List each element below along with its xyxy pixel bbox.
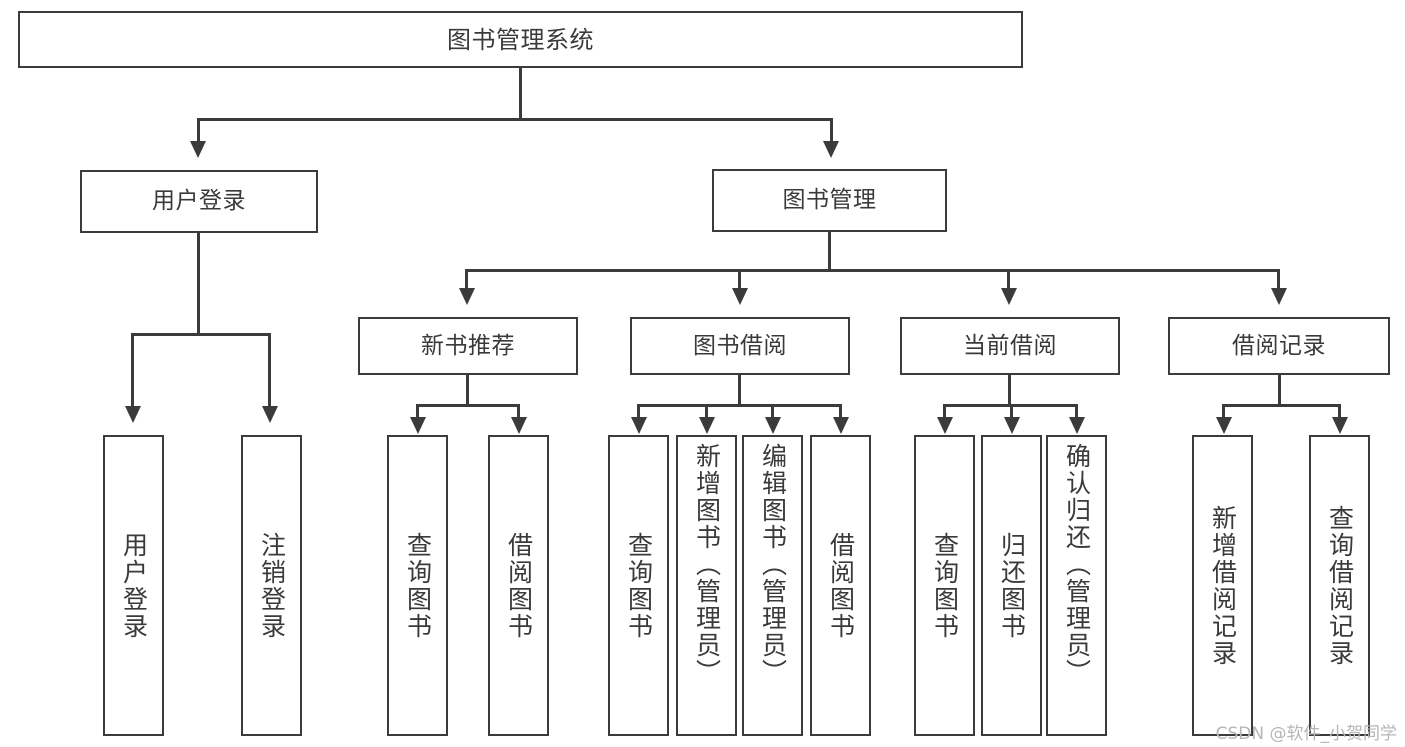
leaf-query-book-1-label: 查询图书 [403, 531, 433, 640]
connector-user-login-leg-1 [131, 333, 134, 409]
connector-new-book-leg-2 [517, 404, 520, 420]
connector-root-leg-left [197, 118, 200, 144]
connector-book-borrow-stem [738, 375, 741, 406]
connector-borrow-record-bar [1222, 404, 1341, 407]
leaf-add-book[interactable]: 新增图书（管理员） [676, 435, 737, 736]
leaf-logout[interactable]: 注销登录 [241, 435, 302, 736]
node-borrow-record-label: 借阅记录 [1232, 332, 1326, 359]
connector-borrow-record-stem [1278, 375, 1281, 406]
leaf-borrow-book-2[interactable]: 借阅图书 [810, 435, 871, 736]
arrow-to-leaf-query-record [1332, 417, 1348, 434]
leaf-user-login[interactable]: 用户登录 [103, 435, 164, 736]
node-new-book-recommend-label: 新书推荐 [421, 332, 515, 359]
arrow-to-leaf-query-book-3 [937, 417, 953, 434]
node-new-book-recommend[interactable]: 新书推荐 [358, 317, 578, 375]
arrow-to-current-borrow [1001, 288, 1017, 305]
connector-book-borrow-leg-3 [771, 404, 774, 420]
node-current-borrow-label: 当前借阅 [963, 332, 1057, 359]
arrow-to-borrow-record [1271, 288, 1287, 305]
arrow-to-new-book-recommend [459, 288, 475, 305]
connector-book-borrow-leg-1 [637, 404, 640, 420]
arrow-to-leaf-add-book [699, 417, 715, 434]
connector-user-login-bar [131, 333, 270, 336]
arrow-to-leaf-borrow-book-1 [511, 417, 527, 434]
connector-root-stem [519, 68, 522, 120]
arrow-to-leaf-query-book-2 [631, 417, 647, 434]
arrow-to-user-login [190, 141, 206, 158]
leaf-add-record[interactable]: 新增借阅记录 [1192, 435, 1253, 736]
leaf-logout-label: 注销登录 [257, 531, 287, 640]
arrow-to-book-borrow [732, 288, 748, 305]
connector-current-borrow-leg-1 [943, 404, 946, 420]
connector-level2-leg-3 [1007, 269, 1010, 291]
leaf-borrow-book-2-label: 借阅图书 [826, 531, 856, 640]
arrow-to-leaf-borrow-book-2 [833, 417, 849, 434]
leaf-return-book-label: 归还图书 [997, 531, 1027, 640]
connector-user-login-leg-2 [268, 333, 271, 409]
connector-root-bar [197, 118, 833, 121]
arrow-to-leaf-logout [262, 406, 278, 423]
leaf-query-record-label: 查询借阅记录 [1325, 504, 1355, 667]
leaf-add-record-label: 新增借阅记录 [1208, 504, 1238, 667]
leaf-confirm-return-label: 确认归还（管理员） [1062, 443, 1092, 686]
node-root-system[interactable]: 图书管理系统 [18, 11, 1023, 68]
connector-borrow-record-leg-2 [1338, 404, 1341, 420]
leaf-edit-book[interactable]: 编辑图书（管理员） [742, 435, 803, 736]
connector-new-book-bar [416, 404, 520, 407]
connector-user-login-stem [197, 233, 200, 334]
connector-root-leg-right [830, 118, 833, 144]
connector-book-borrow-bar [637, 404, 841, 407]
node-book-borrow-label: 图书借阅 [693, 332, 787, 359]
connector-level2-leg-1 [465, 269, 468, 291]
node-current-borrow[interactable]: 当前借阅 [900, 317, 1120, 375]
arrow-to-leaf-query-book-1 [410, 417, 426, 434]
leaf-confirm-return[interactable]: 确认归还（管理员） [1046, 435, 1107, 736]
node-user-login[interactable]: 用户登录 [80, 170, 318, 233]
watermark-text: CSDN @软件_小贺同学 [1215, 724, 1397, 744]
node-root-system-label: 图书管理系统 [447, 25, 594, 54]
arrow-to-leaf-confirm-return [1069, 417, 1085, 434]
connector-level2-leg-2 [738, 269, 741, 291]
leaf-query-book-2[interactable]: 查询图书 [608, 435, 669, 736]
arrow-to-leaf-add-record [1216, 417, 1232, 434]
leaf-query-book-3[interactable]: 查询图书 [914, 435, 975, 736]
node-book-borrow[interactable]: 图书借阅 [630, 317, 850, 375]
node-borrow-record[interactable]: 借阅记录 [1168, 317, 1390, 375]
arrow-to-leaf-edit-book [765, 417, 781, 434]
connector-book-manage-stem [828, 232, 831, 272]
arrow-to-leaf-user-login [125, 406, 141, 423]
leaf-query-book-3-label: 查询图书 [930, 531, 960, 640]
leaf-query-book-2-label: 查询图书 [624, 531, 654, 640]
connector-level2-leg-4 [1277, 269, 1280, 291]
connector-book-borrow-leg-2 [705, 404, 708, 420]
leaf-edit-book-label: 编辑图书（管理员） [758, 443, 788, 686]
leaf-borrow-book-1-label: 借阅图书 [504, 531, 534, 640]
connector-book-borrow-leg-4 [839, 404, 842, 420]
connector-current-borrow-leg-2 [1010, 404, 1013, 420]
connector-current-borrow-stem [1008, 375, 1011, 406]
leaf-query-record[interactable]: 查询借阅记录 [1309, 435, 1370, 736]
connector-book-manage-bar [465, 269, 1280, 272]
connector-new-book-stem [466, 375, 469, 406]
leaf-return-book[interactable]: 归还图书 [981, 435, 1042, 736]
leaf-user-login-label: 用户登录 [119, 531, 149, 640]
connector-borrow-record-leg-1 [1222, 404, 1225, 420]
node-book-manage[interactable]: 图书管理 [712, 169, 947, 232]
node-user-login-label: 用户登录 [152, 188, 246, 214]
node-book-manage-label: 图书管理 [782, 187, 877, 213]
connector-new-book-leg-1 [416, 404, 419, 420]
leaf-borrow-book-1[interactable]: 借阅图书 [488, 435, 549, 736]
arrow-to-leaf-return-book [1004, 417, 1020, 434]
leaf-add-book-label: 新增图书（管理员） [692, 443, 722, 686]
leaf-query-book-1[interactable]: 查询图书 [387, 435, 448, 736]
connector-current-borrow-leg-3 [1075, 404, 1078, 420]
arrow-to-book-manage [823, 141, 839, 158]
